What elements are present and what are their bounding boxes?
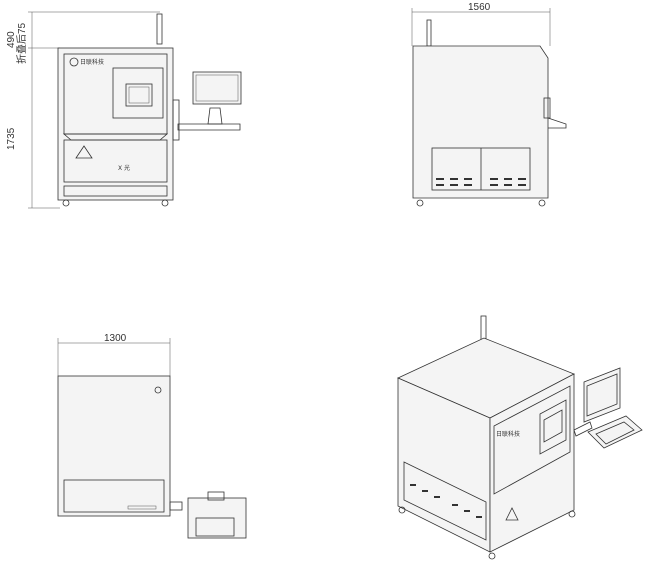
lower-panel bbox=[63, 139, 168, 183]
iso-keyboard-tray bbox=[587, 415, 643, 449]
viewing-window-glass bbox=[128, 86, 150, 104]
iso-monitor-screen bbox=[586, 373, 618, 417]
monitor-screen bbox=[195, 74, 239, 102]
iso-door bbox=[539, 399, 567, 455]
top-front-section bbox=[63, 479, 165, 513]
iso-vents bbox=[410, 484, 482, 518]
signal-tower bbox=[156, 13, 163, 45]
side-view: 1560 bbox=[411, 2, 567, 207]
side-cabinet-body bbox=[412, 45, 549, 199]
top-front-slot bbox=[127, 505, 157, 510]
caster-left bbox=[62, 199, 70, 207]
caster-right bbox=[161, 199, 169, 207]
base-drawer bbox=[63, 185, 168, 197]
iso-monitor bbox=[583, 367, 621, 423]
dim-folded-label: 折叠后75 bbox=[15, 22, 28, 64]
iso-front-face bbox=[489, 373, 575, 553]
iso-signal-tower bbox=[480, 315, 487, 341]
control-panel-strip bbox=[172, 99, 180, 141]
dim-top-label: 490 bbox=[6, 31, 17, 48]
side-caster-right bbox=[538, 199, 546, 207]
front-logo-text: 日联科技 bbox=[80, 58, 104, 66]
front-view: 490 折叠后75 1735 日联科技 X 光 bbox=[6, 11, 242, 209]
side-signal-tower bbox=[426, 19, 432, 47]
monitor-stand bbox=[207, 107, 223, 125]
iso-side-lower-panel bbox=[403, 461, 487, 541]
top-keyboard bbox=[195, 517, 235, 537]
door-panel bbox=[112, 67, 164, 119]
dim-depth-label: 1560 bbox=[468, 2, 491, 13]
iso-caster-2 bbox=[488, 552, 496, 560]
iso-warning-triangle-icon bbox=[505, 507, 519, 521]
top-view: 1300 bbox=[57, 333, 247, 539]
viewing-window bbox=[125, 83, 153, 107]
iso-caster-1 bbox=[398, 506, 406, 514]
iso-keyboard bbox=[595, 421, 635, 445]
iso-logo-text: 日联科技 bbox=[496, 430, 520, 438]
side-vents bbox=[436, 178, 526, 186]
side-control-strip bbox=[543, 97, 551, 119]
iso-view: 日联科技 bbox=[397, 315, 643, 560]
monitor bbox=[192, 71, 242, 105]
top-cabinet-outline bbox=[57, 375, 171, 517]
top-tower-base bbox=[154, 386, 162, 394]
iso-upper-panel bbox=[493, 385, 571, 495]
logo-icon bbox=[69, 57, 79, 67]
top-arm-joint bbox=[169, 501, 183, 511]
keyboard-tray bbox=[177, 123, 241, 131]
cabinet-body bbox=[57, 47, 174, 201]
dim-height-label: 1735 bbox=[6, 127, 17, 150]
warning-triangle-icon bbox=[75, 145, 93, 159]
iso-viewing-window bbox=[543, 409, 563, 443]
top-monitor-base bbox=[207, 491, 225, 501]
iso-arm bbox=[573, 421, 593, 437]
dim-width-label: 1300 bbox=[104, 333, 127, 344]
side-caster-left bbox=[416, 199, 424, 207]
front-panel-text: X 光 bbox=[118, 164, 130, 172]
iso-caster-3 bbox=[568, 510, 576, 518]
side-keyboard-tray bbox=[547, 117, 567, 129]
